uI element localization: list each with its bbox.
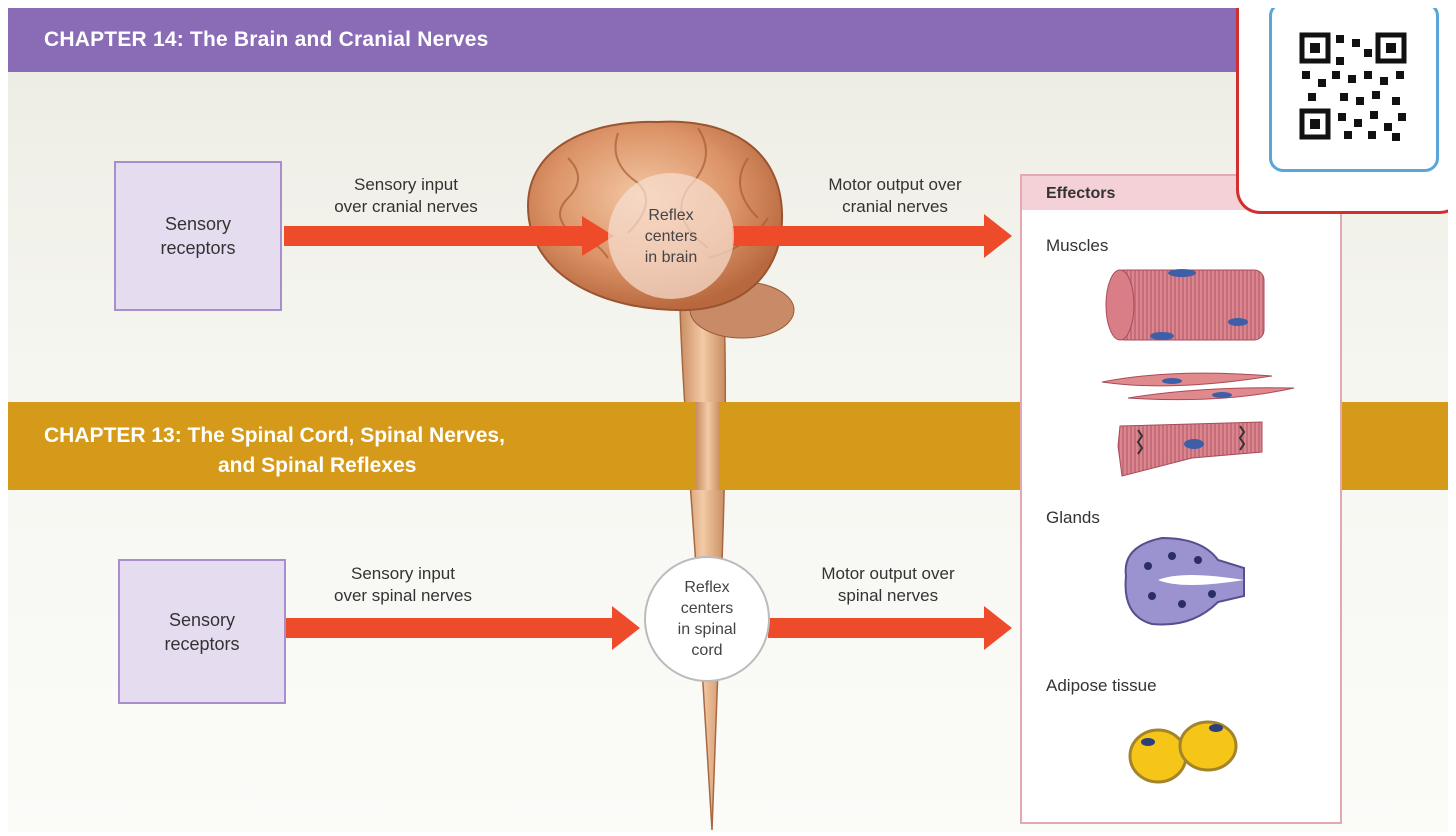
effectors-panel: Effectors Muscles Glands Adipose tissue	[1020, 174, 1342, 824]
chapter-13-title-line1: CHAPTER 13: The Spinal Cord, Spinal Nerv…	[44, 424, 505, 448]
sensory-receptors-cranial: Sensory receptors	[114, 161, 282, 311]
sensory-receptors-spinal: Sensory receptors	[118, 559, 286, 704]
arrow-sensory-spinal	[286, 606, 640, 650]
arrow-motor-spinal	[768, 606, 1012, 650]
reflex-centers-brain: Reflex centers in brain	[608, 173, 734, 299]
chapter-13-title-line2: and Spinal Reflexes	[218, 454, 416, 478]
motor-output-spinal-label: Motor output over spinal nerves	[778, 563, 998, 607]
sensory-input-spinal-label: Sensory input over spinal nerves	[298, 563, 508, 607]
smooth-muscle-icon	[1102, 373, 1294, 400]
adipose-cell-icon	[1130, 722, 1236, 782]
effector-illustrations	[1022, 176, 1340, 822]
sensory-input-cranial-label: Sensory input over cranial nerves	[306, 174, 506, 218]
motor-output-cranial-label: Motor output over cranial nerves	[790, 174, 1000, 218]
gland-icon	[1126, 538, 1244, 625]
chapter-14-banner: CHAPTER 14: The Brain and Cranial Nerves	[8, 8, 1448, 72]
qr-code-card[interactable]	[1236, 8, 1448, 214]
qr-code-icon	[1272, 8, 1436, 169]
diagram-canvas: CHAPTER 14: The Brain and Cranial Nerves…	[8, 8, 1448, 832]
reflex-centers-spinal-cord: Reflex centers in spinal cord	[644, 556, 770, 682]
chapter-14-title: CHAPTER 14: The Brain and Cranial Nerves	[44, 28, 488, 52]
skeletal-muscle-icon	[1106, 269, 1264, 340]
qr-code-frame	[1269, 8, 1439, 172]
cardiac-muscle-icon	[1118, 422, 1262, 476]
